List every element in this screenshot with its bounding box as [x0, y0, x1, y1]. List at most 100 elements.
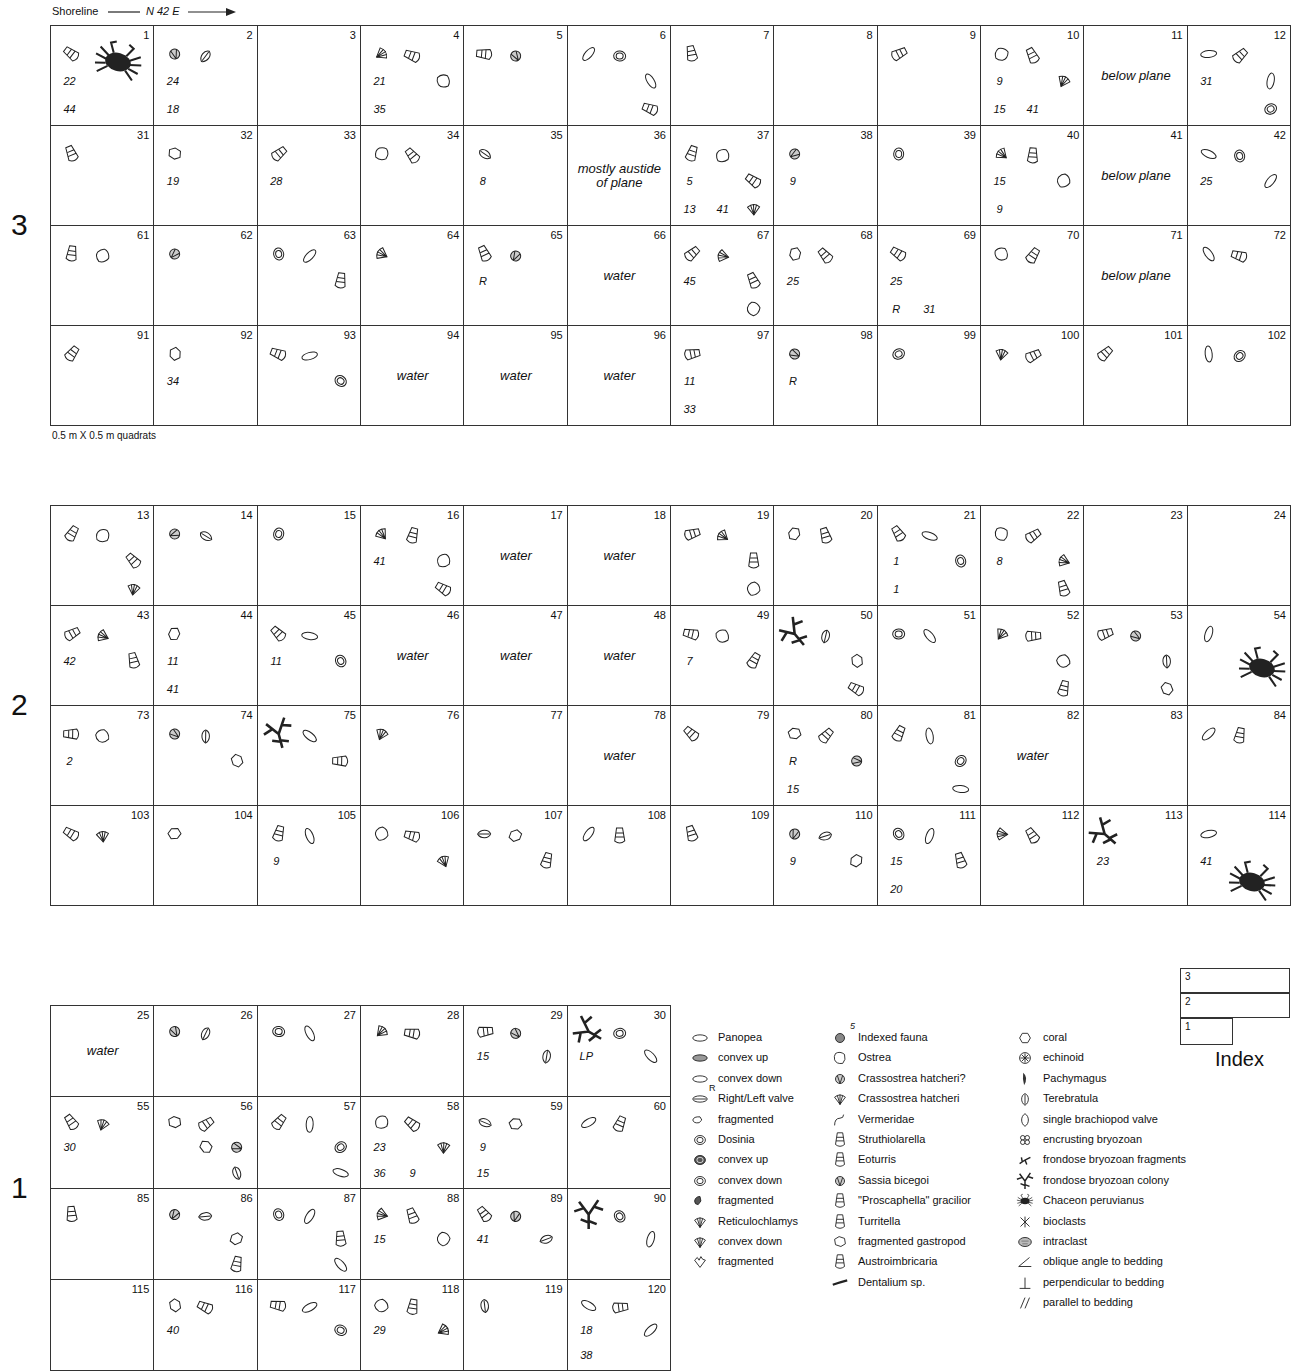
- fossil-symbol: [509, 1026, 523, 1040]
- quadrat: 56: [154, 1097, 257, 1188]
- quadrat-note: below plane: [1092, 269, 1179, 283]
- fossil-symbol: [580, 1116, 597, 1130]
- fauna-index: 9: [480, 1141, 486, 1153]
- legend-row: intraclast: [1015, 1234, 1275, 1250]
- index-title: Index: [1215, 1048, 1264, 1070]
- fossil-symbol: [788, 727, 802, 740]
- quadrat: 5530: [51, 1097, 154, 1188]
- quadrat-note: water: [369, 649, 456, 663]
- legend-symbol: [693, 1035, 707, 1041]
- fauna-index: 31: [923, 303, 935, 315]
- fauna-index: 35: [373, 103, 385, 115]
- legend-sample: [690, 1214, 710, 1230]
- fossil-symbol: [509, 249, 523, 263]
- legend-text: perpendicular to bedding: [1043, 1276, 1164, 1288]
- fossil-symbol: [229, 1230, 245, 1246]
- legend-text: Dosinia: [718, 1133, 755, 1145]
- legend-symbol: [835, 1095, 846, 1105]
- legend-symbol: [695, 1136, 706, 1145]
- fossil-symbol: [1263, 102, 1278, 116]
- legend-symbol: [836, 1153, 845, 1167]
- fauna-index: 31: [1200, 75, 1212, 87]
- quadrat: 12244: [51, 26, 154, 126]
- fossil-symbol: [375, 147, 388, 159]
- quadrat-number: 45: [344, 609, 356, 621]
- fossil-symbol: [301, 1300, 318, 1314]
- fossil-symbol: [1057, 680, 1070, 697]
- legend-row: Pachymagus: [1015, 1071, 1275, 1087]
- legend-text: coral: [1043, 1031, 1067, 1043]
- fauna-index: 11: [684, 375, 695, 387]
- fauna-index: 41: [477, 1233, 489, 1245]
- fossil-symbol: [889, 245, 907, 262]
- quadrat-number: 65: [550, 229, 562, 241]
- quadrat: 117: [258, 1280, 361, 1371]
- fossil-symbol: [683, 245, 701, 262]
- quadrat: 31: [51, 126, 154, 226]
- fossil-symbol: [374, 526, 390, 542]
- quadrat: 9234: [154, 326, 257, 426]
- quadrat: 112: [981, 806, 1084, 906]
- fauna-index: 9: [790, 175, 796, 187]
- quadrat: 52: [981, 606, 1084, 706]
- quadrat-number: 19: [757, 509, 769, 521]
- fossil-symbol: [891, 826, 906, 842]
- fossil-symbol: [373, 46, 389, 62]
- legend-text: Austroimbricaria: [858, 1255, 937, 1267]
- legend-sample: [830, 1132, 850, 1148]
- quadrat-number: 54: [1274, 609, 1286, 621]
- fossil-symbol: [476, 1205, 493, 1223]
- fossil-symbol: [613, 50, 626, 61]
- quadrat-number: 30: [654, 1009, 666, 1021]
- quadrat-number: 58: [447, 1100, 459, 1112]
- fossil-symbol: [891, 347, 906, 361]
- fossil-symbol: [332, 756, 347, 766]
- quadrat-number: 91: [137, 329, 149, 341]
- quadrat: 84: [1188, 706, 1291, 806]
- legend-sample: [1015, 1112, 1035, 1128]
- fossil-symbol: [375, 1207, 389, 1222]
- fossil-symbol: [301, 248, 317, 264]
- fossil-symbol: [269, 625, 287, 643]
- legend-text: Eoturris: [858, 1153, 896, 1165]
- quadrat-fossils: [258, 26, 361, 126]
- fossil-symbol: [683, 627, 700, 640]
- fossil-symbol: [1055, 653, 1072, 670]
- quadrat: 95water: [464, 326, 567, 426]
- fossil-symbol: [333, 653, 348, 668]
- quadrat-number: 4: [453, 29, 459, 41]
- fossil-symbol: [994, 246, 1010, 262]
- legend-sample: [830, 1234, 850, 1250]
- legend-sample: [1015, 1214, 1035, 1230]
- legend-sample: [1015, 1254, 1035, 1270]
- legend-sample: [1015, 1091, 1035, 1107]
- fossil-symbol: [477, 48, 493, 59]
- fossil-symbol: [1024, 827, 1041, 845]
- fossil-symbol: [272, 527, 285, 541]
- fossil-symbol: [199, 530, 214, 543]
- quadrat-fossils: [568, 26, 671, 126]
- quadrat-number: 46: [447, 609, 459, 621]
- legend-sample: [690, 1091, 710, 1107]
- quadrat-note: water: [576, 549, 663, 563]
- quadrat: 1091541: [981, 26, 1084, 126]
- fossil-symbol: [63, 626, 81, 642]
- quadrat: 41below plane: [1084, 126, 1187, 226]
- fossil-symbol: [715, 148, 731, 163]
- fossil-symbol: [332, 1167, 349, 1179]
- quadrat: 104: [154, 806, 257, 906]
- quadrat-number: 41: [1170, 129, 1182, 141]
- fauna-index: LP: [580, 1050, 593, 1062]
- legend-symbol: [1020, 1033, 1031, 1042]
- quadrat: 6925R31: [878, 226, 981, 326]
- legend-text: convex down: [718, 1174, 782, 1186]
- fossil-symbol: [1097, 627, 1114, 641]
- index-key: Index321: [1180, 968, 1290, 1080]
- legend-row: Terebratula: [1015, 1091, 1275, 1107]
- fossil-symbol: [125, 552, 143, 570]
- fauna-index: 24: [167, 75, 179, 87]
- legend-text: Ostrea: [858, 1051, 891, 1063]
- quadrat-number: 112: [1062, 809, 1080, 821]
- quadrat-number: 96: [654, 329, 666, 341]
- fossil-symbol: [333, 1140, 349, 1155]
